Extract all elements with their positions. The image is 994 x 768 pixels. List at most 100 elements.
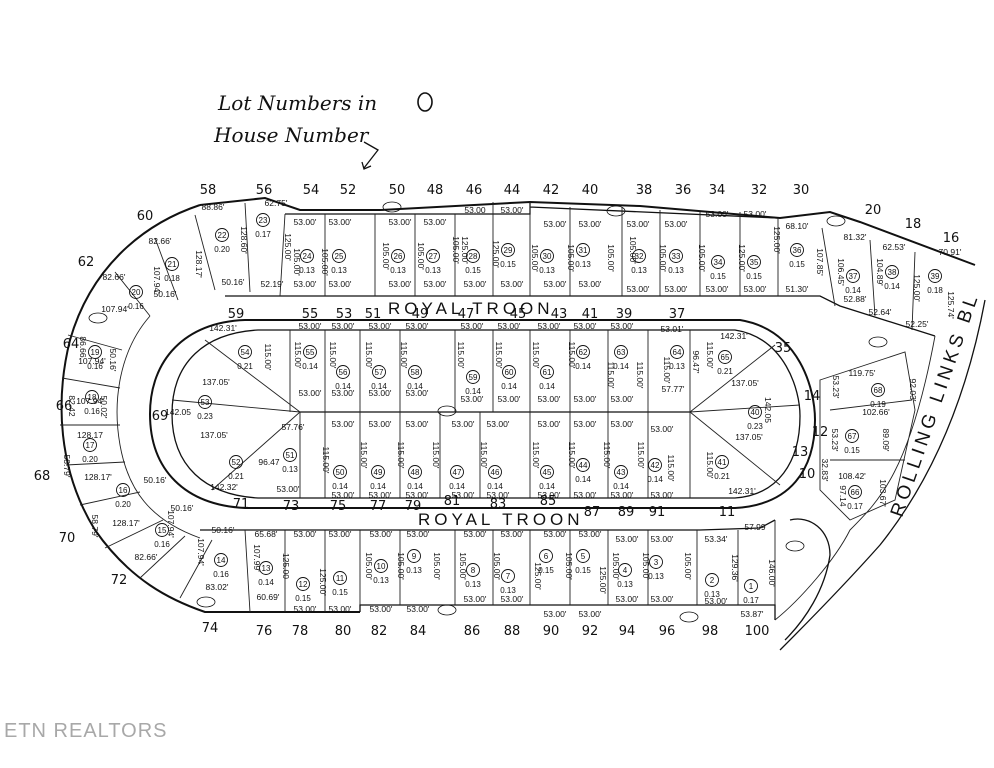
- lot[interactable]: 200.16: [128, 285, 144, 312]
- lot-acreage: 0.15: [575, 566, 591, 575]
- lot[interactable]: 520.21: [228, 455, 244, 482]
- lot-depth-dimension: 53.23': [830, 429, 840, 452]
- lot[interactable]: 570.14: [371, 365, 387, 392]
- lot-acreage: 0.14: [371, 382, 387, 391]
- lot-depth-dimension: 105.00': [292, 248, 302, 276]
- lot[interactable]: 400.23: [747, 405, 763, 432]
- lot[interactable]: 190.16: [87, 345, 103, 372]
- lot-dimension: 57.76': [282, 422, 305, 432]
- lot-acreage: 0.15: [789, 260, 805, 269]
- note-circle-icon: [417, 92, 433, 112]
- lot-dimension: 53.00': [538, 419, 561, 429]
- lot[interactable]: 90.13: [406, 549, 422, 576]
- lot[interactable]: 540.21: [237, 345, 253, 372]
- lot[interactable]: 340.15: [710, 255, 726, 282]
- lot[interactable]: 120.15: [295, 577, 311, 604]
- lot[interactable]: 420.14: [647, 458, 663, 485]
- house-number: 79: [405, 499, 422, 514]
- lot-depth-dimension: 115.00': [705, 452, 715, 479]
- lot[interactable]: 40.13: [617, 563, 633, 590]
- lot[interactable]: 230.17: [255, 213, 271, 240]
- lot-dimension: 53.00': [329, 217, 352, 227]
- lot[interactable]: 410.21: [714, 455, 730, 482]
- lot[interactable]: 270.13: [425, 249, 441, 276]
- lot[interactable]: 640.13: [669, 345, 685, 372]
- lot[interactable]: 170.20: [82, 438, 98, 465]
- lot-dimension: 53.00': [574, 419, 597, 429]
- lot[interactable]: 360.15: [789, 243, 805, 270]
- lot[interactable]: 370.14: [845, 269, 861, 296]
- lot[interactable]: 310.13: [575, 243, 591, 270]
- lot[interactable]: 550.14: [302, 345, 318, 372]
- lot[interactable]: 260.13: [390, 249, 406, 276]
- lot[interactable]: 240.13: [299, 249, 315, 276]
- lot[interactable]: 560.14: [335, 365, 351, 392]
- lot[interactable]: 220.20: [214, 228, 230, 255]
- house-number: 41: [582, 307, 599, 322]
- lot[interactable]: 380.14: [884, 265, 900, 292]
- lot[interactable]: 490.14: [370, 465, 386, 492]
- lot[interactable]: 210.18: [164, 257, 180, 284]
- lot[interactable]: 430.14: [613, 465, 629, 492]
- lot[interactable]: 100.13: [373, 559, 389, 586]
- lot-circle-icon: [711, 255, 725, 269]
- lot-dimension: 53.00': [651, 534, 674, 544]
- lot-circle-icon: [296, 577, 310, 591]
- lot[interactable]: 320.13: [631, 249, 647, 276]
- lot[interactable]: 160.20: [115, 483, 131, 510]
- lot[interactable]: 630.14: [613, 345, 629, 372]
- lot-number: 9: [412, 552, 417, 561]
- bottom-row-front: [200, 519, 776, 531]
- lot-acreage: 0.13: [299, 266, 315, 275]
- lot[interactable]: 600.14: [501, 365, 517, 392]
- lot[interactable]: 580.14: [407, 365, 423, 392]
- lot-dimension: 53.00': [389, 279, 412, 289]
- lot-number: 5: [581, 552, 586, 561]
- lot[interactable]: 180.16: [84, 390, 100, 417]
- lot[interactable]: 530.23: [197, 395, 213, 422]
- lot[interactable]: 670.15: [844, 429, 860, 456]
- lot[interactable]: 140.16: [213, 553, 229, 580]
- lot[interactable]: 350.15: [746, 255, 762, 282]
- lot[interactable]: 330.13: [668, 249, 684, 276]
- lot-dimension: 53.00': [406, 419, 429, 429]
- lot-dimension: 81.32': [844, 232, 867, 242]
- lot-dimension: 53.00': [744, 209, 767, 219]
- lot[interactable]: 50.15: [575, 549, 591, 576]
- lot[interactable]: 390.18: [927, 269, 943, 296]
- lot[interactable]: 250.13: [331, 249, 347, 276]
- lot[interactable]: 650.21: [717, 350, 733, 377]
- lot[interactable]: 10.17: [743, 579, 759, 606]
- lot[interactable]: 460.14: [487, 465, 503, 492]
- lot[interactable]: 510.13: [282, 448, 298, 475]
- lot[interactable]: 500.14: [332, 465, 348, 492]
- lot[interactable]: 300.13: [539, 249, 555, 276]
- lot[interactable]: 480.14: [407, 465, 423, 492]
- lot[interactable]: 150.16: [154, 523, 170, 550]
- lot[interactable]: 470.14: [449, 465, 465, 492]
- lot[interactable]: 30.13: [648, 555, 664, 582]
- lot[interactable]: 620.14: [575, 345, 591, 372]
- lot-depth-dimension: 115.00': [602, 442, 612, 469]
- lot-dimension: 53.00': [501, 529, 524, 539]
- lot[interactable]: 610.14: [539, 365, 555, 392]
- house-number: 40: [582, 183, 599, 198]
- lot[interactable]: 290.15: [500, 243, 516, 270]
- lot[interactable]: 440.14: [575, 458, 591, 485]
- lot[interactable]: 70.13: [500, 569, 516, 596]
- lot[interactable]: 20.13: [704, 573, 720, 600]
- lot[interactable]: 80.13: [465, 563, 481, 590]
- lot-dimension: 107.94': [76, 396, 104, 406]
- lot-number: 58: [411, 368, 420, 377]
- lot[interactable]: 280.15: [465, 249, 481, 276]
- lot[interactable]: 110.15: [332, 571, 348, 598]
- lot[interactable]: 680.19: [870, 383, 886, 410]
- lot[interactable]: 130.14: [258, 561, 274, 588]
- lot-number: 52: [232, 458, 241, 467]
- lot-dimension: 83.02': [206, 582, 229, 592]
- lot[interactable]: 60.15: [538, 549, 554, 576]
- lot[interactable]: 450.14: [539, 465, 555, 492]
- lot[interactable]: 660.17: [847, 485, 863, 512]
- lot[interactable]: 590.14: [465, 370, 481, 397]
- lot-dimension: 53.00': [487, 490, 510, 500]
